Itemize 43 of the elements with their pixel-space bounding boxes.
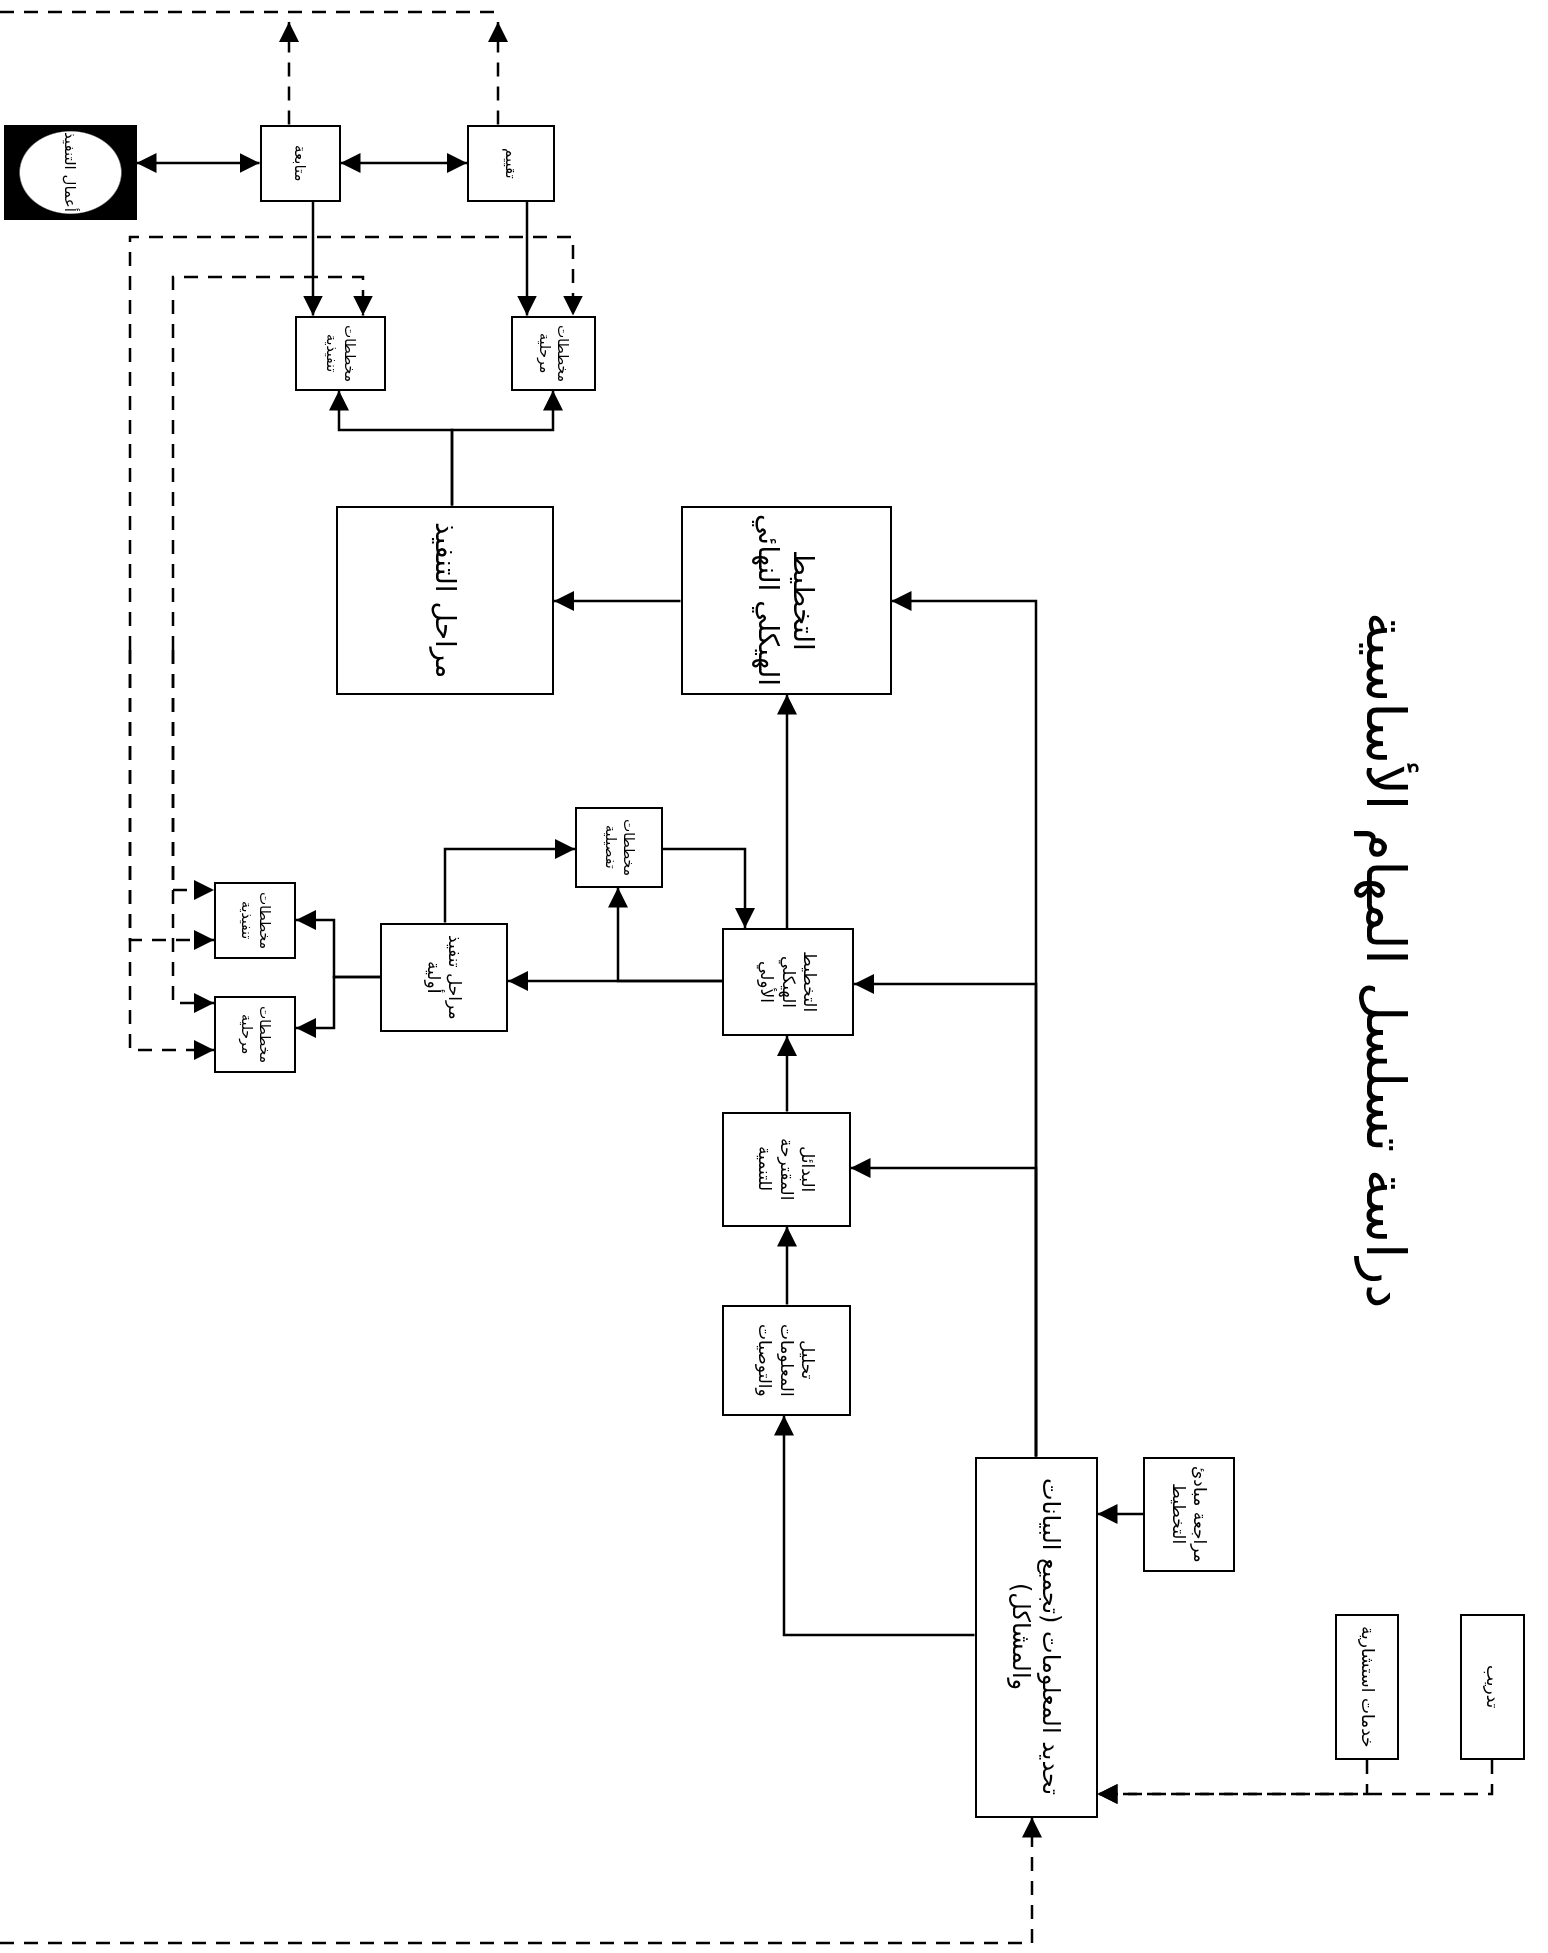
arrow [774, 1415, 975, 1637]
arrow [777, 694, 797, 928]
process-box: التخطيط الهيكلي الأولي [722, 928, 854, 1036]
process-box: تحديد المعلومات (تجميع البيانات والمشاكل) [974, 1456, 1098, 1818]
process-box: البدائل المقترحة للتنمية [721, 1111, 851, 1227]
process-box: تحليل المعلومات والتوصيات [721, 1304, 851, 1416]
process-box: تقييم [467, 124, 555, 202]
arrow [777, 1036, 797, 1112]
terminal-box: أعمال التنفيذ [3, 124, 137, 220]
arrow [608, 887, 722, 983]
dashed-arrow [488, 22, 508, 125]
dashed-arrow [1097, 1760, 1494, 1804]
process-box: متابعة [259, 124, 341, 202]
dashed-arrow [128, 650, 214, 1060]
process-box: التخطيط الهيكلي النهائي [680, 505, 892, 695]
process-box: مراحل التنفيذ [336, 505, 554, 695]
dashed-arrow [171, 650, 214, 1013]
title: دراسة تسلسل المهام الأساسية [1352, 610, 1417, 1311]
arrow [554, 591, 681, 611]
process-box: مخططات تفصيلية [575, 806, 663, 888]
arrow [777, 1226, 797, 1305]
process-box: تدريب [1459, 1614, 1525, 1760]
process-box: مخططات تنفيذية [214, 881, 296, 959]
process-box: خدمات استشارية [1335, 1614, 1399, 1760]
process-box: مراحل تنفيذ أولية [380, 922, 508, 1032]
process-box: مخططات تنفيذية [294, 315, 386, 391]
dashed-arrow [0, 1817, 1042, 1945]
arrow [303, 201, 323, 316]
process-box: مراجعة مبادئ التخطيط [1143, 1456, 1235, 1572]
arrow [340, 153, 467, 173]
arrow [663, 847, 755, 928]
dashed-arrow [171, 275, 373, 650]
arrow [296, 975, 380, 1038]
arrow [1097, 1504, 1143, 1524]
dashed-arrow [279, 22, 299, 125]
process-box: مخططات مرحلية [214, 995, 296, 1073]
arrow [136, 153, 260, 173]
arrow [517, 201, 537, 316]
arrow [850, 1158, 1038, 1457]
process-box: مخططات مرحلية [510, 315, 596, 391]
dashed-arrow [128, 235, 583, 650]
arrow [443, 839, 575, 923]
arrow [450, 390, 563, 506]
